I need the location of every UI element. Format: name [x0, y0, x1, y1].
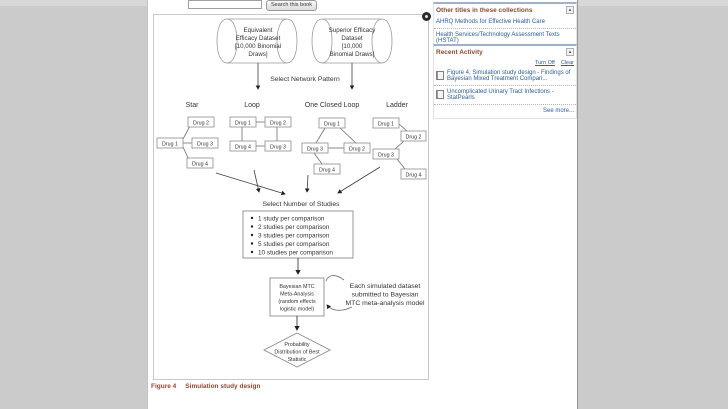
drug-node: Drug 1	[324, 122, 340, 128]
recent-item-link[interactable]: Uncomplicated Urinary Tract Infections -…	[447, 89, 554, 101]
clear-link[interactable]: Clear	[560, 60, 574, 66]
annotation-note: Each simulated dataset submitted to Baye…	[325, 275, 425, 311]
dataset-left-line: Equivalent	[244, 27, 273, 34]
bayesian-line: Bayesian MTC	[279, 284, 314, 290]
recent-activity-title: Recent Activity	[436, 48, 483, 56]
bayesian-line: logistic model)	[280, 307, 315, 313]
dataset-right-line: Superior Efficacy	[329, 27, 377, 34]
drug-node: Drug 1	[378, 122, 394, 128]
drug-node: Drug 4	[235, 145, 251, 151]
network-title-loop: Loop	[244, 102, 260, 109]
drug-node: Drug 3	[307, 147, 323, 153]
dataset-left-line: Draws]	[248, 51, 268, 58]
drug-node: Drug 3	[197, 142, 213, 148]
turn-off-link[interactable]: Turn Off	[534, 60, 555, 66]
study-option: 3 studies per comparison	[258, 233, 330, 240]
figure-image[interactable]: Equivalent Efficacy Dataset [10,000 Bino…	[153, 14, 429, 380]
figure-marker-icon	[422, 12, 431, 21]
figure-caption: Figure 4 Simulation study design	[151, 383, 260, 390]
simulation-flowchart: Equivalent Efficacy Dataset [10,000 Bino…	[156, 18, 427, 368]
equivalent-dataset-cylinder: Equivalent Efficacy Dataset [10,000 Bino…	[216, 18, 298, 64]
collections-portlet: Other titles in these collections ▴ AHRQ…	[433, 2, 577, 48]
network-star: Drug 2 Drug 1 Drug 3 Drug 4	[156, 116, 219, 169]
select-studies-label: Select Number of Studies	[262, 201, 340, 208]
recent-item-link[interactable]: Figure 4, Simulation study design - Find…	[447, 70, 571, 82]
network-title-ladder: Ladder	[386, 102, 408, 109]
probability-diamond: Probability Distribution of Best Statist…	[263, 332, 331, 368]
drug-node: Drug 2	[349, 147, 365, 153]
see-more-link[interactable]: See more...	[542, 108, 574, 114]
study-option: 2 studies per comparison	[258, 224, 330, 231]
bayesian-line: Meta-Analysis	[280, 292, 314, 298]
annotation-line: Each simulated dataset	[350, 283, 421, 290]
diamond-line: Statistic	[288, 357, 307, 363]
dataset-right-line: Binomial Draws]	[330, 51, 375, 58]
network-title-ocl: One Closed Loop	[305, 102, 360, 109]
drug-node: Drug 2	[270, 121, 286, 127]
collections-title: Other titles in these collections	[436, 6, 533, 14]
search-input[interactable]	[188, 0, 262, 9]
diamond-line: Distribution of Best	[274, 350, 320, 356]
drug-node: Drug 2	[406, 135, 422, 141]
recent-item: Figure 4, Simulation study design - Find…	[434, 67, 576, 86]
study-option: 1 study per comparison	[258, 216, 325, 223]
drug-node: Drug 2	[193, 121, 209, 127]
recent-item: Uncomplicated Urinary Tract Infections -…	[434, 86, 576, 105]
book-icon	[436, 90, 444, 99]
collapse-recent-icon[interactable]: ▴	[566, 48, 574, 56]
collection-link-hstat[interactable]: Health Services/Technology Assessment Te…	[436, 32, 560, 44]
bayesian-line: (random effects	[278, 299, 316, 305]
dataset-right-line: [10,000	[342, 43, 363, 50]
bayesian-mtc-box: Bayesian MTC Meta-Analysis (random effec…	[269, 277, 325, 317]
drug-node: Drug 3	[378, 153, 394, 159]
annotation-line: MTC meta-analysis model	[346, 300, 425, 307]
collapse-collections-icon[interactable]: ▴	[566, 6, 574, 14]
diamond-line: Probability	[284, 342, 309, 348]
network-loop: Drug 1 Drug 2 Drug 4 Drug 3	[229, 116, 292, 152]
dataset-left-line: [10,000 Binomial	[235, 43, 281, 50]
search-this-book-button[interactable]: Search this book	[266, 0, 317, 11]
study-option: 5 studies per comparison	[258, 241, 330, 248]
dataset-right-line: Dataset	[341, 35, 363, 42]
book-icon	[436, 71, 444, 80]
study-option: 10 studies per comparison	[258, 250, 333, 257]
annotation-line: submitted to Bayesian	[352, 292, 419, 299]
network-one-closed-loop: Drug 1 Drug 3 Drug 2 Drug 4	[301, 117, 371, 175]
figure-caption-label: Figure 4	[151, 383, 177, 390]
book-page: Search this book Equivalent Efficacy Dat…	[147, 0, 578, 409]
drug-node: Drug 4	[319, 168, 335, 174]
drug-node: Drug 3	[270, 145, 286, 151]
figure-caption-text: Simulation study design	[185, 383, 261, 390]
studies-list-box: 1 study per comparison 2 studies per com…	[242, 210, 354, 259]
drug-node: Drug 1	[162, 142, 178, 148]
network-title-star: Star	[186, 102, 200, 109]
network-ladder: Drug 1 Drug 2 Drug 3 Drug 4	[372, 117, 427, 180]
drug-node: Drug 1	[235, 121, 251, 127]
dataset-left-line: Efficacy Dataset	[236, 35, 281, 42]
collection-link-ahrq[interactable]: AHRQ Methods for Effective Health Care	[436, 19, 545, 25]
drug-node: Drug 4	[406, 173, 422, 179]
recent-activity-portlet: Recent Activity ▴ Turn Off Clear Figure …	[433, 44, 577, 119]
drug-node: Drug 4	[192, 162, 208, 168]
superior-dataset-cylinder: Superior Efficacy Dataset [10,000 Binomi…	[311, 18, 393, 64]
select-network-label: Select Network Pattern	[270, 76, 340, 83]
